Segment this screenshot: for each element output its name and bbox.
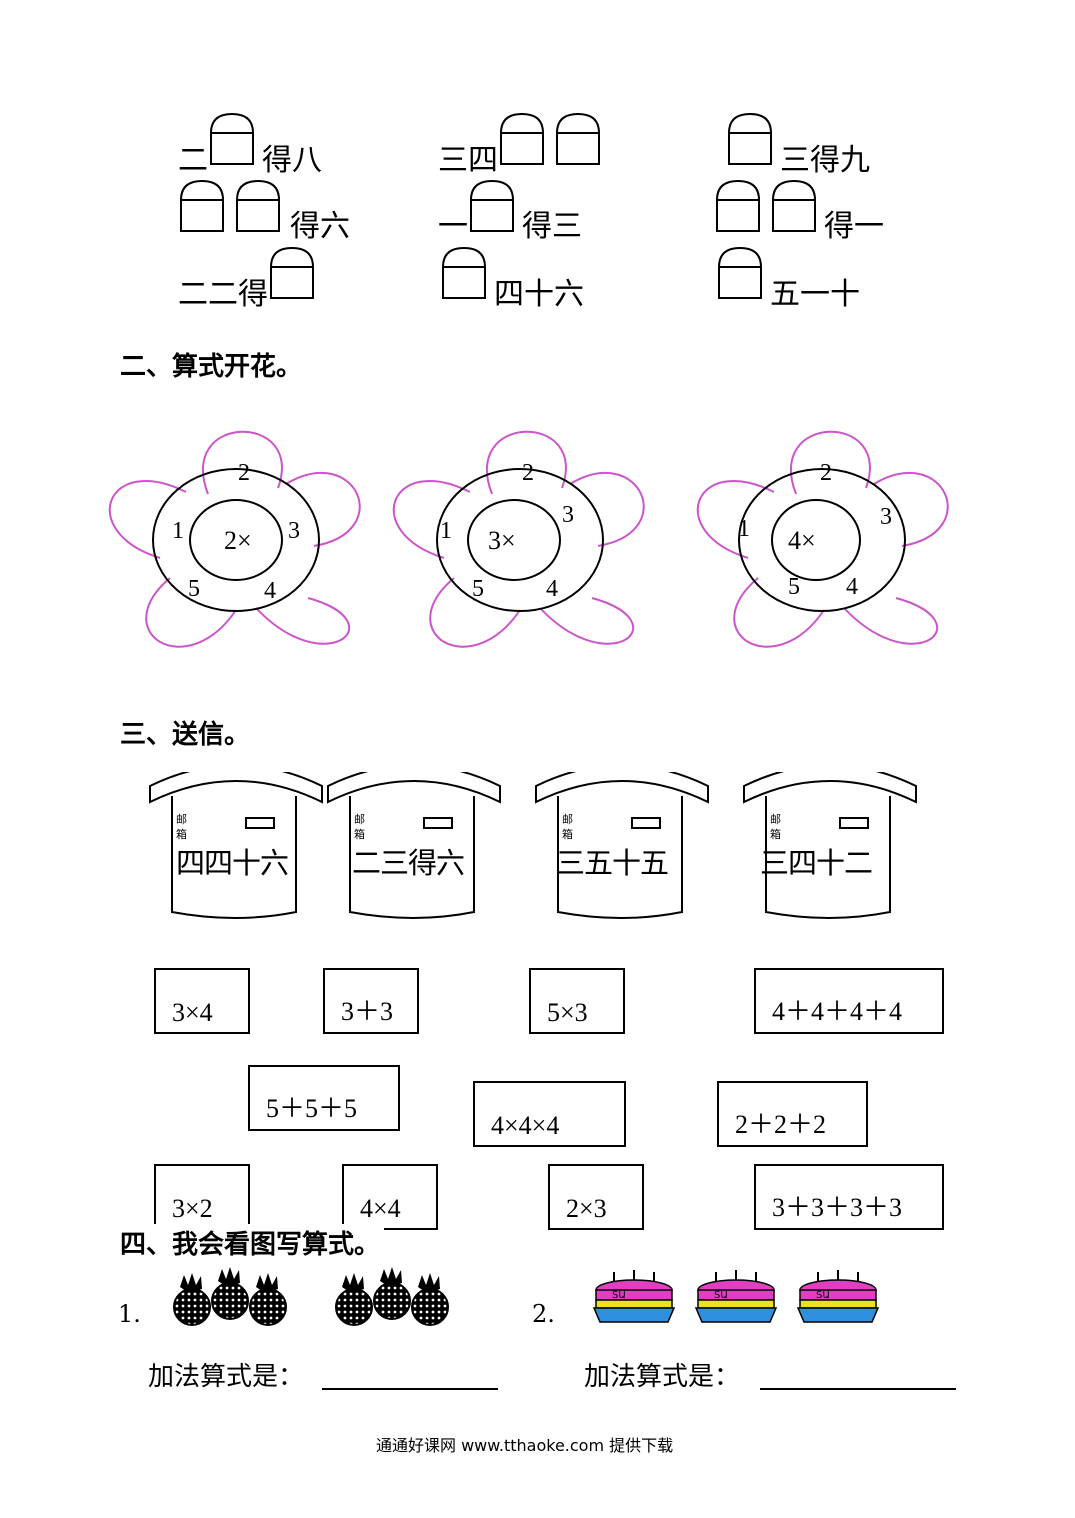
petal-number: 5 bbox=[188, 576, 200, 602]
mailbox-label: 邮箱 bbox=[176, 813, 187, 841]
answer-box[interactable] bbox=[180, 180, 224, 232]
letter-expression: 2×3 bbox=[566, 1194, 607, 1223]
answer-line[interactable] bbox=[760, 1388, 956, 1390]
letter-expression: 3＋3 bbox=[341, 997, 394, 1026]
rhyme-text: 得八 bbox=[262, 143, 322, 178]
letter-card[interactable]: 4×4 bbox=[342, 1164, 438, 1230]
flower-petals-icon bbox=[392, 430, 645, 648]
rhyme-text: 四十六 bbox=[494, 277, 584, 312]
mailbox-rhyme: 三五十五 bbox=[556, 846, 669, 880]
flower-petals-icon bbox=[108, 430, 361, 648]
mailbox-label: 邮箱 bbox=[562, 813, 573, 841]
letter-expression: 4×4 bbox=[360, 1194, 401, 1223]
petal-number: 1 bbox=[172, 518, 184, 544]
mailbox-label: 邮箱 bbox=[770, 813, 781, 841]
mailbox: 邮箱 三五十五 bbox=[534, 772, 710, 922]
flower-2: 2 3 4 5 1 3× bbox=[380, 422, 662, 658]
section-2-title: 二、算式开花。 bbox=[120, 352, 303, 382]
mailbox: 邮箱 二三得六 bbox=[326, 772, 502, 922]
mailbox-label: 邮箱 bbox=[354, 813, 365, 841]
letter-expression: 5＋5＋5 bbox=[266, 1094, 358, 1123]
mailbox: 邮箱 三四十二 bbox=[742, 772, 918, 922]
rhyme-text: 得三 bbox=[522, 209, 582, 244]
letter-card[interactable]: 3×4 bbox=[154, 968, 250, 1034]
letter-expression: 2＋2＋2 bbox=[735, 1110, 827, 1139]
letter-card[interactable]: 5＋5＋5 bbox=[248, 1065, 400, 1131]
letter-expression: 3＋3＋3＋3 bbox=[772, 1193, 903, 1222]
cake-icon: ЅԱ bbox=[593, 1269, 879, 1323]
answer-box[interactable] bbox=[442, 247, 486, 299]
letter-expression: 3×4 bbox=[172, 998, 213, 1027]
petal-number: 4 bbox=[846, 574, 858, 600]
petal-number: 1 bbox=[738, 516, 750, 542]
rhyme-text: 三四 bbox=[438, 143, 498, 178]
mailbox-rhyme: 四四十六 bbox=[176, 846, 289, 880]
rhyme-text: 五一十 bbox=[770, 277, 860, 312]
answer-box[interactable] bbox=[210, 113, 254, 165]
rhyme-text: 得六 bbox=[290, 209, 350, 244]
petal-number: 2 bbox=[820, 460, 832, 486]
flower-1: 2 3 4 5 1 2× bbox=[96, 422, 378, 658]
answer-box[interactable] bbox=[716, 180, 760, 232]
petal-number: 5 bbox=[472, 576, 484, 602]
footer-text: 通通好课网 www.tthaoke.com 提供下载 bbox=[376, 1436, 674, 1455]
pineapple-icon bbox=[173, 1266, 449, 1326]
rhyme-text: 一 bbox=[438, 209, 468, 244]
flower-center: 4× bbox=[788, 526, 816, 555]
letter-card[interactable]: 2×3 bbox=[548, 1164, 644, 1230]
petal-number: 4 bbox=[264, 578, 276, 604]
question-number: 1. bbox=[118, 1300, 141, 1328]
answer-box[interactable] bbox=[270, 247, 314, 299]
petal-number: 4 bbox=[546, 576, 558, 602]
answer-box[interactable] bbox=[772, 180, 816, 232]
letter-card[interactable]: 2＋2＋2 bbox=[717, 1081, 868, 1147]
petal-number: 3 bbox=[880, 504, 892, 530]
petal-number: 2 bbox=[238, 460, 250, 486]
rhyme-text: 得一 bbox=[824, 209, 884, 244]
rhyme-text: 二二得 bbox=[178, 277, 268, 312]
answer-box[interactable] bbox=[500, 113, 544, 165]
petal-number: 3 bbox=[562, 502, 574, 528]
flower-center: 2× bbox=[224, 526, 252, 555]
petal-number: 1 bbox=[440, 518, 452, 544]
letter-expression: 4×4×4 bbox=[491, 1111, 560, 1140]
answer-box[interactable] bbox=[728, 113, 772, 165]
flower-center: 3× bbox=[488, 526, 516, 555]
letter-card[interactable]: 4＋4＋4＋4 bbox=[754, 968, 944, 1034]
mailbox-rhyme: 三四十二 bbox=[760, 846, 873, 880]
letter-card[interactable]: 5×3 bbox=[529, 968, 625, 1034]
rhyme-text: 三得九 bbox=[780, 143, 870, 178]
letter-expression: 5×3 bbox=[547, 998, 588, 1027]
letter-card[interactable]: 3×2 bbox=[154, 1164, 250, 1230]
flower-3: 2 3 4 5 1 4× bbox=[684, 422, 966, 658]
letter-expression: 3×2 bbox=[172, 1194, 213, 1223]
mailbox: 邮箱 四四十六 bbox=[148, 772, 324, 922]
addition-prompt: 加法算式是： bbox=[584, 1362, 741, 1392]
section-4-title: 四、我会看图写算式。 bbox=[120, 1224, 385, 1261]
answer-line[interactable] bbox=[322, 1388, 498, 1390]
question-number: 2. bbox=[532, 1300, 555, 1328]
mailbox-rhyme: 二三得六 bbox=[352, 846, 465, 880]
petal-number: 2 bbox=[522, 460, 534, 486]
answer-box[interactable] bbox=[556, 113, 600, 165]
letter-expression: 4＋4＋4＋4 bbox=[772, 997, 903, 1026]
letter-card[interactable]: 4×4×4 bbox=[473, 1081, 626, 1147]
answer-box[interactable] bbox=[236, 180, 280, 232]
letter-card[interactable]: 3＋3 bbox=[323, 968, 419, 1034]
flower-petals-icon bbox=[696, 430, 949, 648]
petal-number: 5 bbox=[788, 574, 800, 600]
answer-box[interactable] bbox=[718, 247, 762, 299]
answer-box[interactable] bbox=[470, 180, 514, 232]
rhyme-text: 二 bbox=[178, 143, 208, 178]
letter-card[interactable]: 3＋3＋3＋3 bbox=[754, 1164, 944, 1230]
section-3-title: 三、送信。 bbox=[120, 720, 251, 750]
petal-number: 3 bbox=[288, 518, 300, 544]
addition-prompt: 加法算式是： bbox=[148, 1362, 305, 1392]
